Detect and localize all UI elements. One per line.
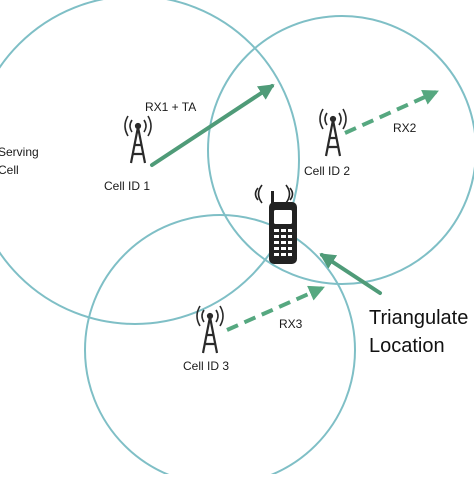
- cell-id-1-label: Cell ID 1: [104, 179, 150, 193]
- cell-tower-1-icon: [124, 115, 152, 164]
- cell-3-coverage-circle: [84, 214, 356, 479]
- serving-cell-label-line2: Cell: [0, 163, 19, 177]
- phone-keypad: [274, 229, 292, 256]
- cell-id-2-label: Cell ID 2: [304, 164, 350, 178]
- rx1-ta-label: RX1 + TA: [145, 100, 196, 114]
- cell-id-3-label: Cell ID 3: [183, 359, 229, 373]
- rx3-arrow: [226, 285, 325, 332]
- serving-cell-label-line1: Serving: [0, 145, 39, 159]
- triangulated-location-arrow: [319, 253, 382, 295]
- rx2-label: RX2: [393, 121, 417, 135]
- phone-antenna: [271, 191, 274, 203]
- cell-tower-2-icon: [319, 108, 347, 157]
- cell-tower-3-icon: [196, 305, 224, 354]
- phone-screen: [274, 210, 292, 224]
- rx1-ta-arrow: [150, 84, 275, 167]
- triangulated-location-label-line1: Triangulate: [369, 307, 468, 329]
- rx2-arrow: [344, 89, 439, 135]
- mobile-phone-icon: [254, 184, 297, 264]
- cell-2-coverage-circle: [207, 15, 474, 285]
- phone-signal-waves-icon: [254, 184, 294, 204]
- triangulated-location-label-line2: Location: [369, 335, 445, 357]
- rx3-label: RX3: [279, 317, 303, 331]
- serving-cell-coverage-circle: [0, 0, 300, 325]
